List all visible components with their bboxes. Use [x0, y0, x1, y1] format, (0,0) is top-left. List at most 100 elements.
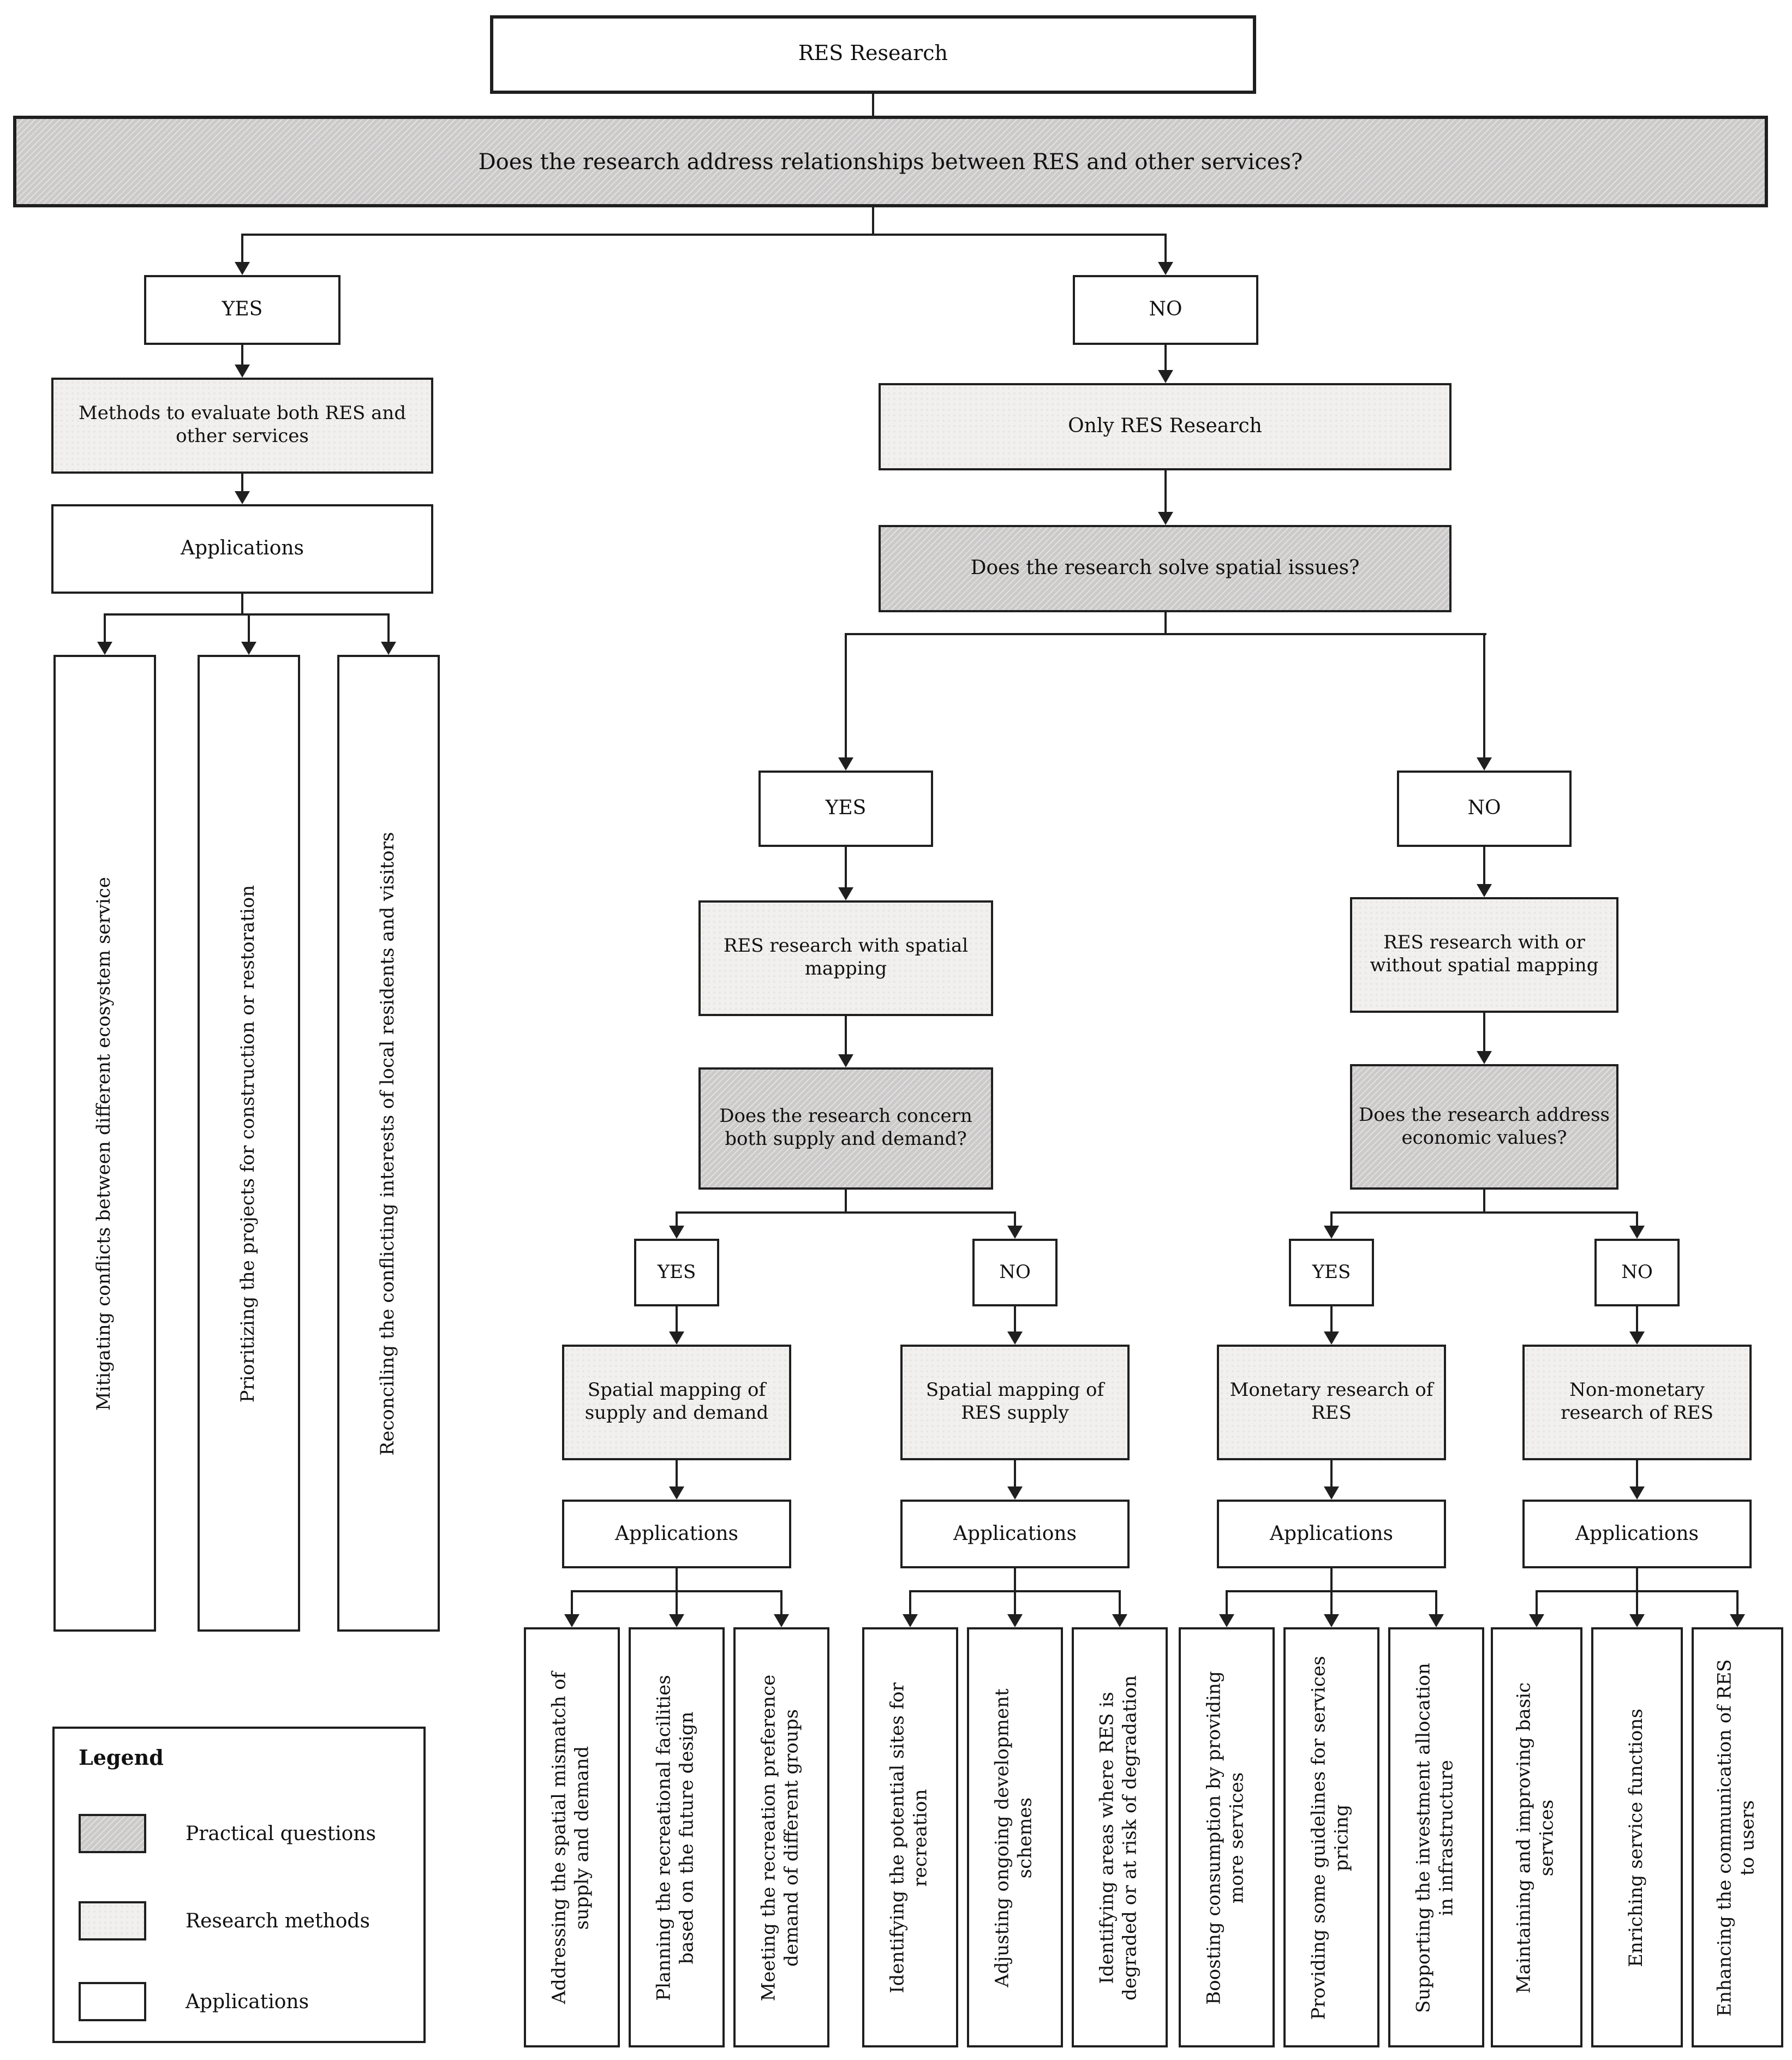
connector-line — [104, 613, 106, 644]
connector-line — [845, 1016, 847, 1056]
legend-label: Applications — [186, 1990, 309, 2013]
connector-line — [1014, 1211, 1016, 1228]
node-app-boosting-consumption: Boosting consumption by providing more s… — [1179, 1627, 1275, 2047]
connector-line — [845, 633, 1486, 635]
node-monetary-research: Monetary research of RES — [1217, 1345, 1446, 1460]
node-only-res-research: Only RES Research — [879, 383, 1451, 470]
node-app-adjusting-schemes: Adjusting ongoing development schemes — [967, 1627, 1063, 2047]
arrow-down — [1477, 1051, 1492, 1064]
connector-line — [1636, 1306, 1638, 1334]
arrow-down — [1158, 512, 1173, 525]
connector-line — [241, 474, 243, 493]
node-res-research: RES Research — [490, 15, 1256, 94]
connector-line — [241, 345, 243, 367]
node-yes-spatial: YES — [758, 771, 933, 847]
arrow-down — [235, 365, 250, 378]
node-no-spatial: NO — [1397, 771, 1572, 847]
arrow-down — [1007, 1486, 1023, 1500]
vertical-label: Enriching service functions — [1625, 1708, 1647, 1967]
connector-line — [845, 1190, 847, 1214]
node-question-relationships: Does the research address relationships … — [13, 116, 1768, 207]
arrow-down — [1158, 262, 1173, 275]
arrow-down — [1629, 1226, 1645, 1239]
node-app-investment-allocation: Supporting the investment allocation in … — [1388, 1627, 1484, 2047]
connector-line — [104, 613, 390, 616]
connector-line — [241, 234, 1167, 236]
node-question-supply-demand: Does the research concern both supply an… — [698, 1067, 993, 1190]
vertical-label: Adjusting ongoing development schemes — [991, 1688, 1037, 1987]
arrow-down — [1477, 757, 1492, 771]
vertical-label: Enhancing the communication of RES to us… — [1714, 1658, 1760, 2016]
vertical-label: Mitigating conflicts between different e… — [93, 876, 115, 1411]
connector-line — [1483, 633, 1485, 760]
arrow-down — [838, 1054, 853, 1067]
legend-label: Research methods — [186, 1909, 370, 1932]
connector-line — [1119, 1590, 1121, 1616]
arrow-down — [838, 887, 853, 900]
connector-line — [1330, 1306, 1333, 1334]
arrow-down — [1477, 884, 1492, 897]
connector-line — [241, 594, 243, 614]
connector-line — [1330, 1590, 1333, 1616]
connector-line — [1483, 847, 1485, 886]
node-app-mitigating-conflicts: Mitigating conflicts between different e… — [53, 655, 156, 1632]
legend: Legend Practical questions Research meth… — [52, 1727, 426, 2043]
connector-line — [1330, 1460, 1333, 1489]
connector-line — [1435, 1590, 1437, 1616]
vertical-label: Meeting the recreation preference demand… — [758, 1674, 804, 2001]
arrow-down — [1324, 1486, 1339, 1500]
connector-line — [1014, 1568, 1016, 1592]
node-app-enriching-functions: Enriching service functions — [1591, 1627, 1683, 2047]
connector-line — [676, 1211, 678, 1228]
arrow-down — [97, 642, 112, 655]
connector-line — [845, 633, 847, 760]
node-spatial-mapping-supply-demand: Spatial mapping of supply and demand — [562, 1345, 791, 1460]
legend-swatch-practical — [79, 1814, 146, 1853]
node-app-prioritizing-projects: Prioritizing the projects for constructi… — [198, 655, 300, 1632]
connector-line — [845, 847, 847, 889]
legend-title: Legend — [79, 1746, 164, 1770]
vertical-label: Reconciling the conflicting interests of… — [377, 831, 399, 1455]
node-app-maintaining-services: Maintaining and improving basic services — [1491, 1627, 1582, 2047]
vertical-label: Boosting consumption by providing more s… — [1203, 1670, 1249, 2004]
arrow-down — [1324, 1226, 1339, 1239]
vertical-label: Providing some guidelines for services p… — [1308, 1655, 1354, 2020]
arrow-down — [669, 1226, 684, 1239]
connector-line — [780, 1590, 782, 1616]
connector-line — [1164, 234, 1167, 264]
legend-swatch-applications — [79, 1982, 146, 2021]
arrow-down — [1629, 1331, 1645, 1345]
node-app-meeting-preference: Meeting the recreation preference demand… — [733, 1627, 829, 2047]
arrow-down — [235, 491, 250, 504]
node-applications-res-supply: Applications — [900, 1500, 1130, 1568]
arrow-down — [1007, 1226, 1023, 1239]
arrow-down — [1629, 1486, 1645, 1500]
arrow-down — [1158, 370, 1173, 383]
node-yes-relationships: YES — [144, 275, 341, 345]
node-no-relationships: NO — [1073, 275, 1258, 345]
connector-line — [872, 94, 874, 116]
arrow-down — [1219, 1614, 1234, 1627]
arrow-down — [669, 1614, 684, 1627]
vertical-label: Identifying the potential sites for recr… — [887, 1682, 933, 1993]
connector-line — [387, 613, 390, 644]
connector-line — [1330, 1211, 1638, 1214]
vertical-label: Planning the recreational facilities bas… — [653, 1674, 699, 2001]
node-yes-economic: YES — [1289, 1239, 1374, 1306]
node-app-planning-facilities: Planning the recreational facilities bas… — [629, 1627, 725, 2047]
node-applications-monetary: Applications — [1217, 1500, 1446, 1568]
node-no-economic: NO — [1594, 1239, 1680, 1306]
connector-line — [676, 1590, 678, 1616]
connector-line — [571, 1590, 573, 1616]
node-app-enhancing-communication: Enhancing the communication of RES to us… — [1692, 1627, 1783, 2047]
arrow-down — [1730, 1614, 1745, 1627]
connector-line — [1330, 1568, 1333, 1592]
connector-line — [1164, 345, 1167, 372]
connector-line — [676, 1211, 1016, 1214]
node-non-monetary-research: Non-monetary research of RES — [1522, 1345, 1752, 1460]
connector-line — [1164, 470, 1167, 514]
connector-line — [1226, 1590, 1228, 1616]
node-applications-non-monetary: Applications — [1522, 1500, 1752, 1568]
connector-line — [1014, 1460, 1016, 1489]
